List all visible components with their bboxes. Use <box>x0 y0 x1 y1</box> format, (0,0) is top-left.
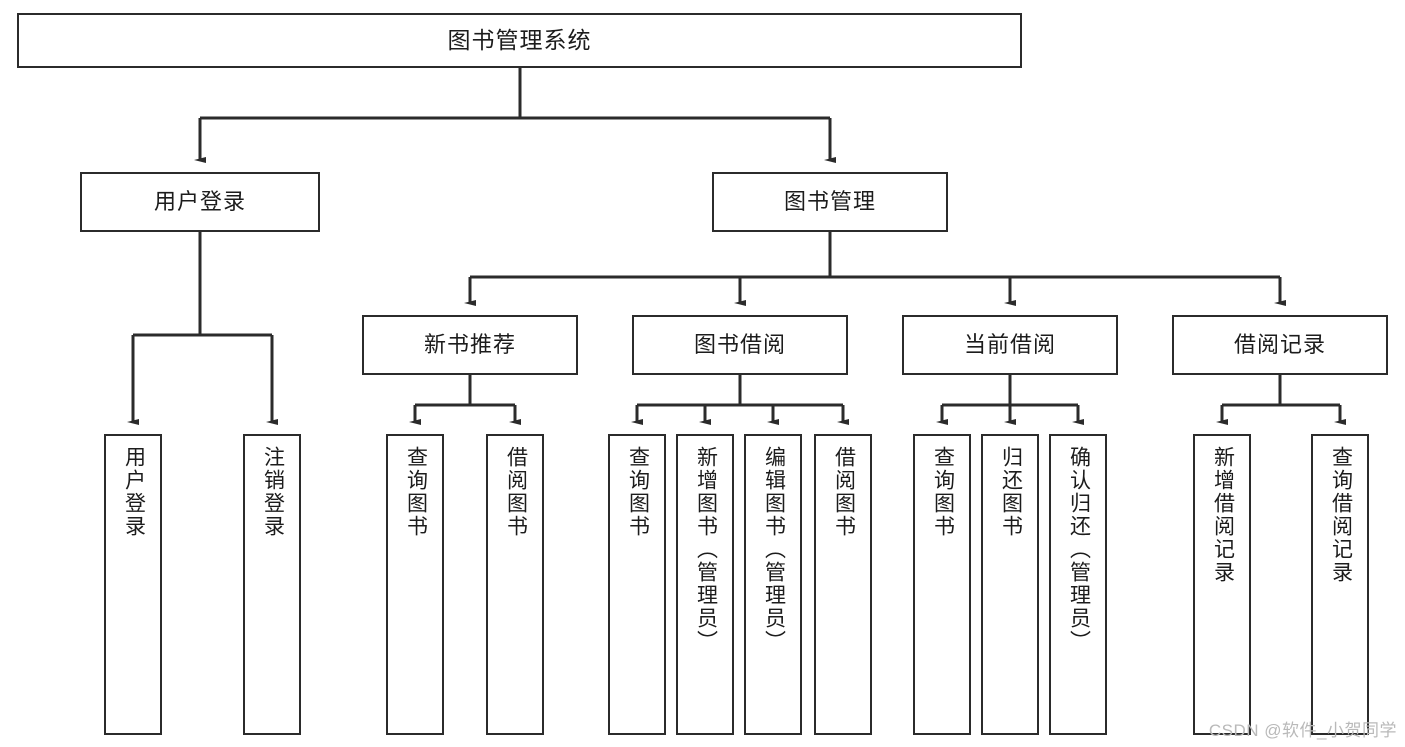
leaf-query-book-current[interactable]: 查询图书 <box>913 434 971 735</box>
leaf-return-book-label: 归还图书 <box>999 446 1023 538</box>
watermark: CSDN @软件_小贺同学 <box>1208 721 1397 740</box>
node-new-book-recommend-label: 新书推荐 <box>423 331 516 357</box>
leaf-return-book[interactable]: 归还图书 <box>981 434 1039 735</box>
node-book-management[interactable]: 图书管理 <box>712 172 948 232</box>
leaf-borrow-book-recommend[interactable]: 借阅图书 <box>486 434 544 735</box>
leaf-borrow-book-recommend-label: 借阅图书 <box>504 446 528 538</box>
leaf-query-book-current-label: 查询图书 <box>931 446 955 538</box>
node-book-borrow[interactable]: 图书借阅 <box>632 315 848 375</box>
leaf-add-borrow-record-label: 新增借阅记录 <box>1211 446 1235 584</box>
leaf-query-book-borrow[interactable]: 查询图书 <box>608 434 666 735</box>
leaf-query-borrow-record-label: 查询借阅记录 <box>1329 446 1353 584</box>
leaf-user-login-label: 用户登录 <box>122 446 146 538</box>
leaf-edit-book-admin[interactable]: 编辑图书（管理员） <box>744 434 802 735</box>
node-new-book-recommend[interactable]: 新书推荐 <box>362 315 578 375</box>
node-borrow-record[interactable]: 借阅记录 <box>1172 315 1388 375</box>
node-user-login[interactable]: 用户登录 <box>80 172 320 232</box>
leaf-logout[interactable]: 注销登录 <box>243 434 301 735</box>
node-book-borrow-label: 图书借阅 <box>693 331 786 357</box>
node-root[interactable]: 图书管理系统 <box>17 13 1022 68</box>
leaf-edit-book-admin-label: 编辑图书（管理员） <box>762 446 786 653</box>
node-book-management-label: 图书管理 <box>783 188 876 214</box>
leaf-confirm-return-admin-label: 确认归还（管理员） <box>1067 446 1091 653</box>
leaf-user-login[interactable]: 用户登录 <box>104 434 162 735</box>
leaf-add-borrow-record[interactable]: 新增借阅记录 <box>1193 434 1251 735</box>
node-root-label: 图书管理系统 <box>447 26 592 53</box>
leaf-borrow-book-label: 借阅图书 <box>832 446 856 538</box>
leaf-add-book-admin-label: 新增图书（管理员） <box>694 446 718 653</box>
node-current-borrow-label: 当前借阅 <box>963 331 1056 357</box>
leaf-query-book-recommend[interactable]: 查询图书 <box>386 434 444 735</box>
leaf-logout-label: 注销登录 <box>261 446 285 538</box>
leaf-query-borrow-record[interactable]: 查询借阅记录 <box>1311 434 1369 735</box>
leaf-confirm-return-admin[interactable]: 确认归还（管理员） <box>1049 434 1107 735</box>
leaf-query-book-borrow-label: 查询图书 <box>626 446 650 538</box>
leaf-borrow-book[interactable]: 借阅图书 <box>814 434 872 735</box>
node-user-login-label: 用户登录 <box>153 188 246 214</box>
node-borrow-record-label: 借阅记录 <box>1233 331 1326 357</box>
node-current-borrow[interactable]: 当前借阅 <box>902 315 1118 375</box>
leaf-query-book-recommend-label: 查询图书 <box>404 446 428 538</box>
leaf-add-book-admin[interactable]: 新增图书（管理员） <box>676 434 734 735</box>
